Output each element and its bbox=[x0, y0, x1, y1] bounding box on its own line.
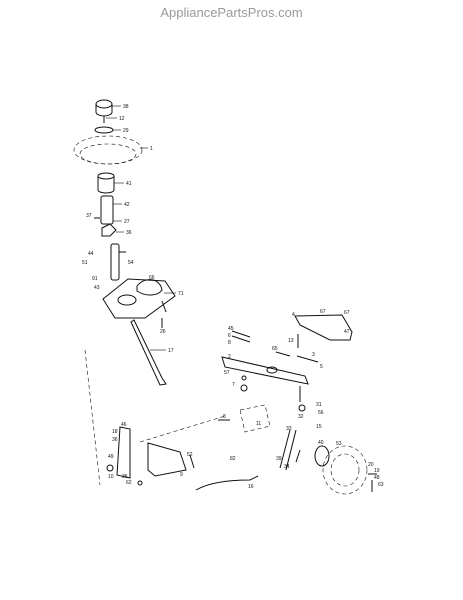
callout-34: 34 bbox=[284, 464, 290, 470]
wheel-hub bbox=[314, 445, 377, 495]
callout-3: 3 bbox=[312, 352, 315, 358]
callout-37: 37 bbox=[86, 213, 92, 219]
callout-35: 35 bbox=[122, 474, 128, 480]
callout-53: 53 bbox=[336, 441, 342, 447]
callout-39: 39 bbox=[276, 456, 282, 462]
callout-8-b: 8 bbox=[223, 414, 226, 420]
callout-9: 9 bbox=[180, 472, 183, 478]
callout-67: 67 bbox=[320, 309, 326, 315]
callout-42: 42 bbox=[124, 202, 130, 208]
callout-29: 29 bbox=[123, 128, 129, 134]
callout-47: 47 bbox=[344, 329, 350, 335]
lower-left-brackets bbox=[106, 415, 259, 491]
callout-52: 52 bbox=[187, 452, 193, 458]
callout-44: 44 bbox=[88, 251, 94, 257]
callout-2: 2 bbox=[228, 354, 231, 360]
callout-36-b: 36 bbox=[112, 437, 118, 443]
callout-labels: 38 12 29 1 41 42 37 27 36 44 51 54 91 66… bbox=[82, 104, 384, 490]
callout-43: 43 bbox=[94, 285, 100, 291]
callout-65: 65 bbox=[272, 346, 278, 352]
callout-49: 49 bbox=[108, 454, 114, 460]
callout-33: 33 bbox=[286, 426, 292, 432]
leader-lines bbox=[106, 105, 176, 351]
callout-63: 63 bbox=[378, 482, 384, 488]
callout-8: 8 bbox=[228, 340, 231, 346]
callout-26: 26 bbox=[160, 329, 166, 335]
callout-45: 45 bbox=[228, 326, 234, 332]
callout-4: 4 bbox=[292, 312, 295, 318]
callout-20: 20 bbox=[368, 462, 374, 468]
callout-27: 27 bbox=[124, 219, 130, 225]
callout-41: 41 bbox=[126, 181, 132, 187]
callout-31: 31 bbox=[316, 402, 322, 408]
callout-12: 12 bbox=[119, 116, 125, 122]
callout-67-b: 67 bbox=[344, 310, 350, 316]
watermark: AppliancePartsPros.com bbox=[160, 5, 303, 20]
callout-82: 82 bbox=[230, 456, 236, 462]
callout-46: 46 bbox=[121, 422, 127, 428]
callout-71: 71 bbox=[178, 291, 184, 297]
callout-10: 10 bbox=[108, 474, 114, 480]
axle-bracket bbox=[275, 314, 353, 363]
shaft-gearbox bbox=[84, 243, 176, 486]
callout-54: 54 bbox=[128, 260, 134, 266]
callout-6: 6 bbox=[228, 333, 231, 339]
callout-56: 56 bbox=[318, 410, 324, 416]
callout-48: 48 bbox=[374, 475, 380, 481]
callout-15: 15 bbox=[316, 424, 322, 430]
callout-51: 51 bbox=[82, 260, 88, 266]
callout-91: 91 bbox=[92, 276, 98, 282]
callout-7: 7 bbox=[232, 382, 235, 388]
callout-17: 17 bbox=[168, 348, 174, 354]
callout-38: 38 bbox=[123, 104, 129, 110]
callout-66: 66 bbox=[149, 275, 155, 281]
callout-16: 16 bbox=[248, 484, 254, 490]
callout-18: 18 bbox=[112, 429, 118, 435]
pulley-stack bbox=[73, 99, 143, 237]
callout-36: 36 bbox=[126, 230, 132, 236]
callout-40: 40 bbox=[318, 440, 324, 446]
callout-32: 32 bbox=[298, 414, 304, 420]
callout-5: 5 bbox=[320, 364, 323, 370]
callout-13: 13 bbox=[288, 338, 294, 344]
steering-linkage bbox=[218, 330, 309, 471]
callout-62: 62 bbox=[126, 480, 132, 486]
callout-11: 11 bbox=[256, 421, 261, 427]
callout-1: 1 bbox=[150, 146, 153, 152]
callout-19: 19 bbox=[374, 468, 380, 474]
callout-57: 57 bbox=[224, 370, 230, 376]
